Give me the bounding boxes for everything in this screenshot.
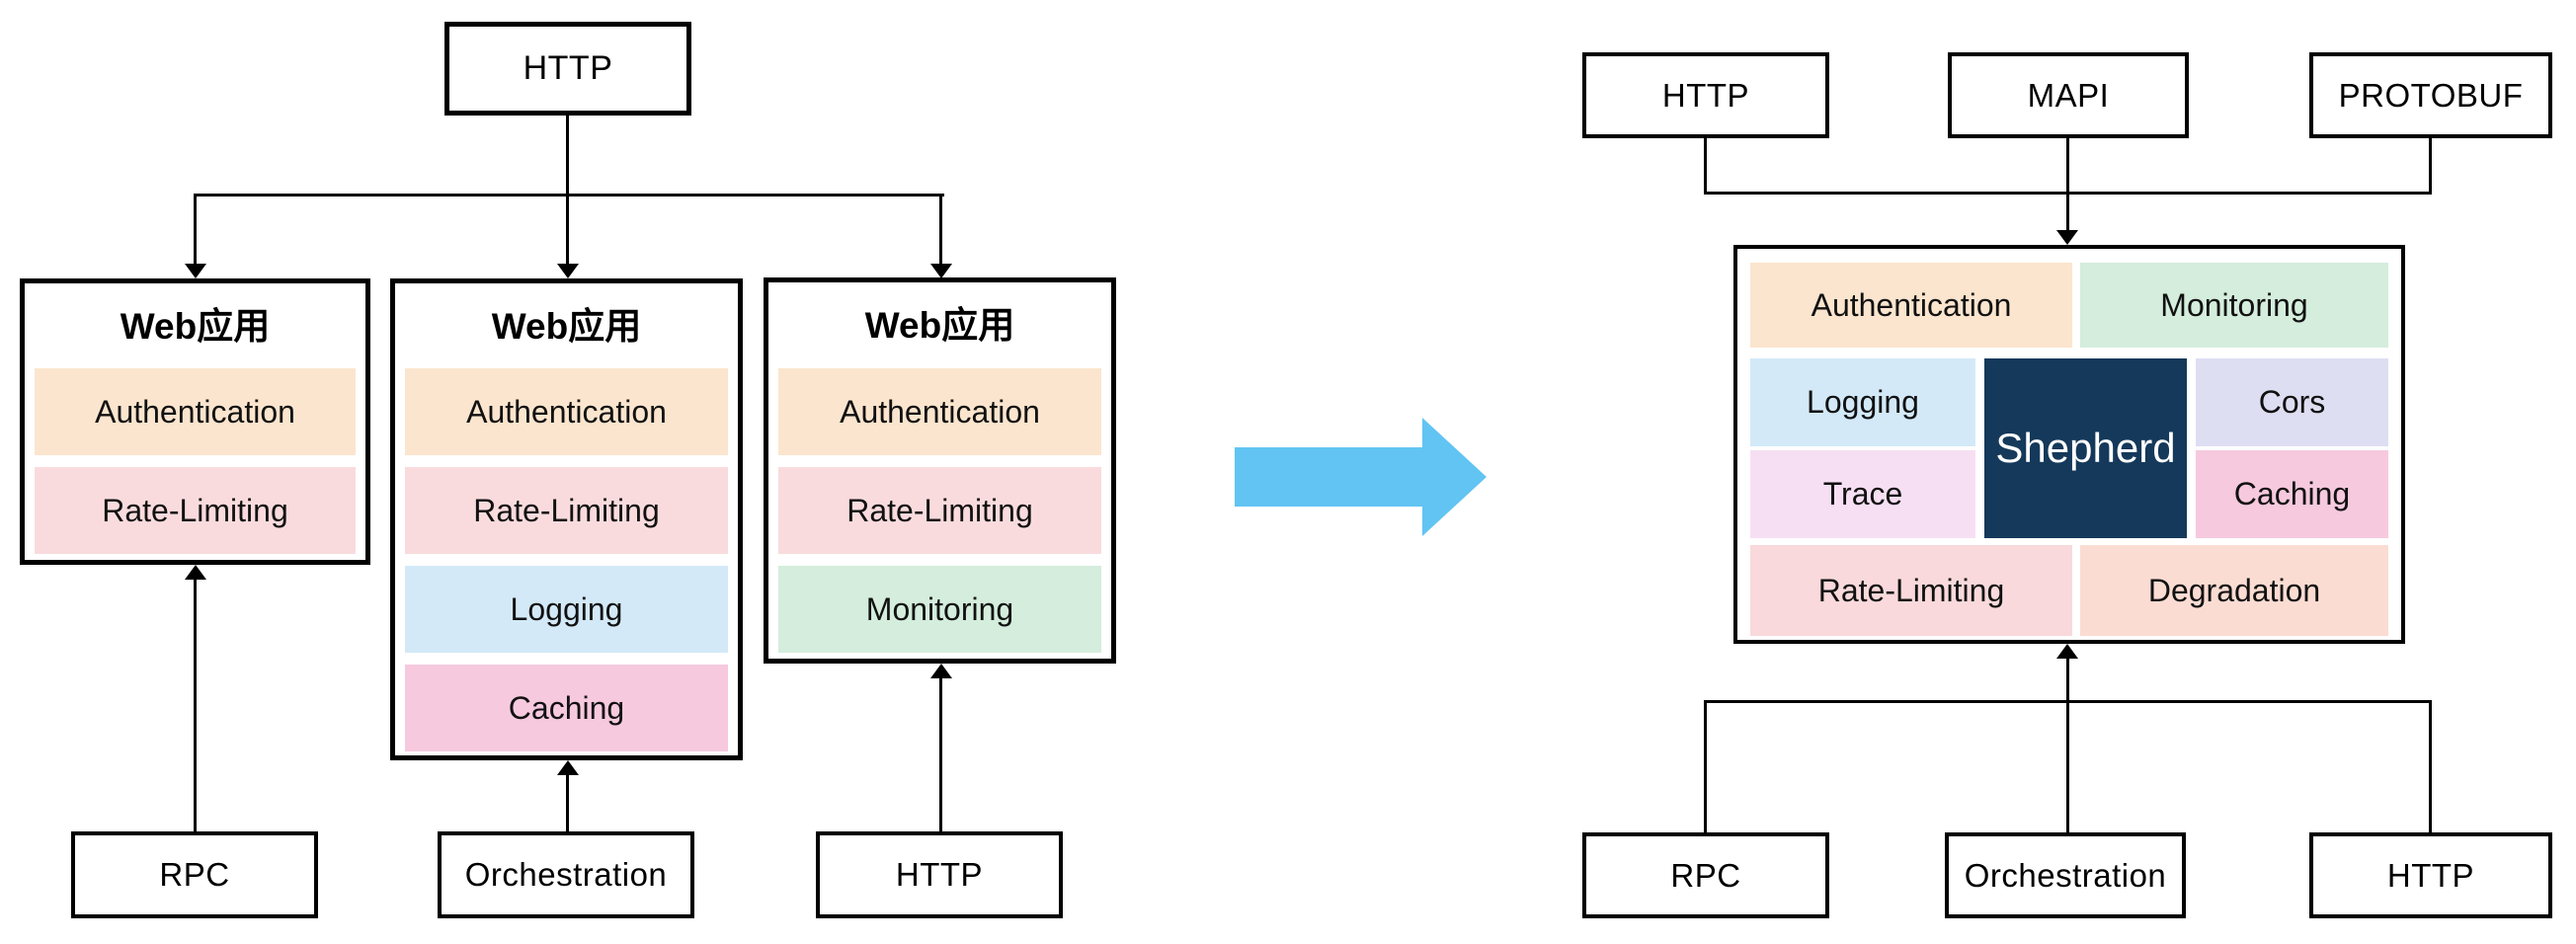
- right-rpc-box: RPC: [1582, 832, 1829, 918]
- cell-rate-limiting: Rate-Limiting: [1750, 545, 2072, 636]
- right-top-http-box: HTTP: [1582, 52, 1829, 138]
- left-rpc-box: RPC: [71, 831, 318, 918]
- block-rate-limiting: Rate-Limiting: [35, 467, 356, 554]
- arrow-down-icon: [557, 264, 579, 278]
- block-rate-limiting: Rate-Limiting: [778, 467, 1101, 554]
- block-caching: Caching: [405, 665, 728, 751]
- cell-degradation: Degradation: [2080, 545, 2388, 636]
- left-top-http-box: HTTP: [444, 22, 691, 116]
- left-up-line-3: [939, 678, 942, 831]
- block-monitoring: Monitoring: [778, 566, 1101, 653]
- arrow-up-icon: [930, 664, 952, 678]
- arrow-up-icon: [2056, 644, 2078, 659]
- right-bottom-line-rpc: [1704, 701, 1707, 832]
- web-app-panel-1: Web应用 Authentication Rate-Limiting: [20, 278, 370, 565]
- shepherd-core-panel: Authentication Monitoring Logging Trace …: [1733, 245, 2405, 644]
- transform-right-arrow-icon: [1235, 418, 1487, 536]
- right-top-line-protobuf: [2429, 138, 2432, 195]
- left-branch-line-1: [194, 194, 197, 264]
- web-app-title: Web应用: [491, 306, 642, 347]
- web-app-title: Web应用: [864, 305, 1015, 346]
- left-up-line-1: [194, 580, 197, 831]
- right-bottom-line-orchestration: [2066, 659, 2069, 832]
- block-logging: Logging: [405, 566, 728, 653]
- web-app-panel-2: Web应用 Authentication Rate-Limiting Loggi…: [390, 278, 743, 760]
- arrow-down-icon: [185, 264, 206, 278]
- web-app-panel-3: Web应用 Authentication Rate-Limiting Monit…: [764, 277, 1116, 664]
- left-top-connector-line: [566, 116, 569, 264]
- cell-shepherd-center: Shepherd: [1984, 358, 2187, 538]
- right-top-mapi-box: MAPI: [1948, 52, 2189, 138]
- cell-authentication: Authentication: [1750, 263, 2072, 348]
- cell-trace: Trace: [1750, 450, 1975, 538]
- block-authentication: Authentication: [35, 368, 356, 455]
- cell-logging: Logging: [1750, 358, 1975, 446]
- right-top-protobuf-box: PROTOBUF: [2309, 52, 2552, 138]
- arrow-down-icon: [2056, 230, 2078, 245]
- block-authentication: Authentication: [778, 368, 1101, 455]
- right-orchestration-box: Orchestration: [1945, 832, 2186, 918]
- block-rate-limiting: Rate-Limiting: [405, 467, 728, 554]
- left-up-line-2: [566, 775, 569, 831]
- right-top-line-http: [1704, 138, 1707, 195]
- arrow-up-icon: [185, 565, 206, 580]
- left-branch-line-3: [939, 194, 942, 264]
- block-authentication: Authentication: [405, 368, 728, 455]
- right-bottom-fanin-line: [1704, 700, 2432, 703]
- arrow-down-icon: [930, 264, 952, 278]
- cell-cors: Cors: [2196, 358, 2388, 446]
- left-bottom-http-box: HTTP: [816, 831, 1063, 918]
- arrow-up-icon: [557, 760, 579, 775]
- left-fanout-line: [194, 194, 944, 197]
- cell-monitoring: Monitoring: [2080, 263, 2388, 348]
- right-top-line-mapi: [2066, 138, 2069, 230]
- left-orchestration-box: Orchestration: [438, 831, 694, 918]
- cell-caching: Caching: [2196, 450, 2388, 538]
- right-bottom-http-box: HTTP: [2309, 832, 2552, 918]
- right-bottom-line-http: [2429, 701, 2432, 832]
- web-app-title: Web应用: [120, 306, 271, 347]
